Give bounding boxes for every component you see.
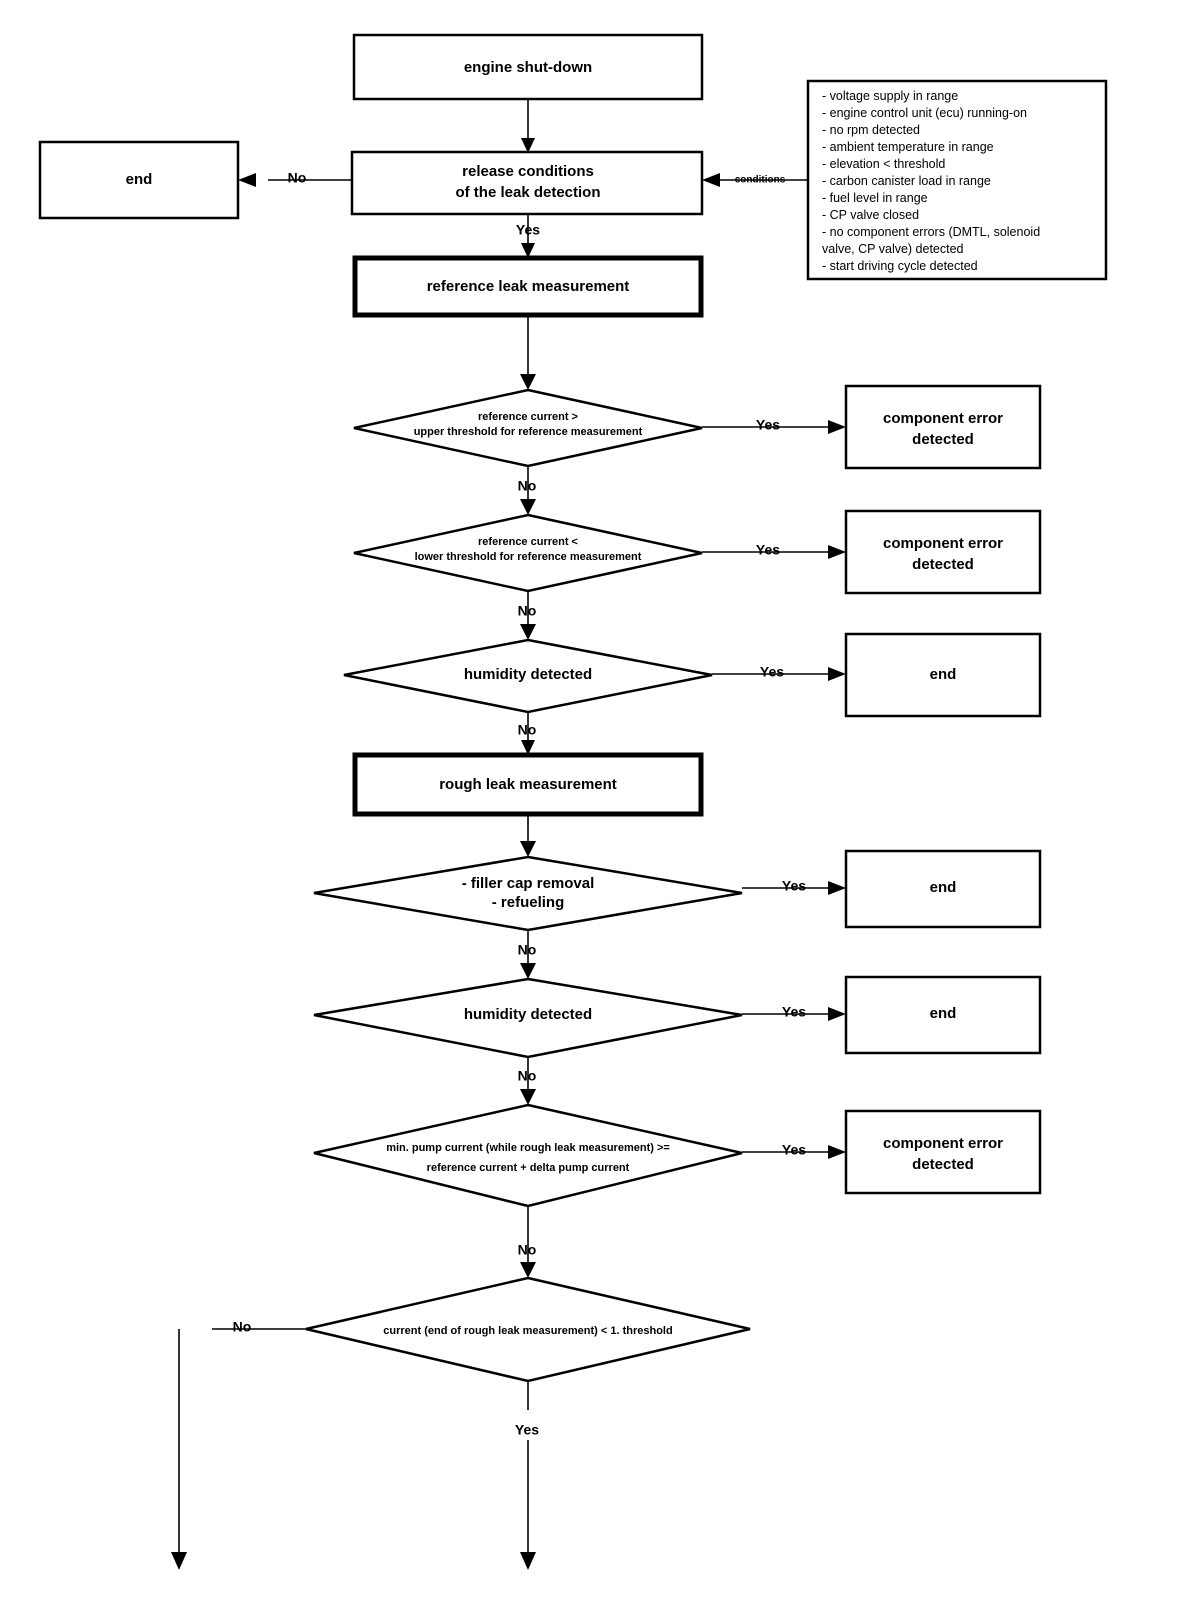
node-end-filler-label: end — [930, 879, 957, 896]
decision-min-pump-current-line1: min. pump current (while rough leak meas… — [386, 1142, 670, 1154]
node-reference-leak-measurement[interactable]: reference leak measurement — [352, 255, 704, 318]
node-end-left-label: end — [126, 171, 153, 188]
decision-humidity-2-label: humidity detected — [464, 1006, 592, 1023]
edge-label-yes-release: Yes — [516, 222, 540, 238]
edge-label-no-end-left: No — [288, 170, 307, 186]
edge-label-yes-current-threshold: Yes — [515, 1422, 539, 1438]
edge-label-yes-ref-lower: Yes — [756, 542, 780, 558]
node-engine-shutdown-label: engine shut-down — [464, 59, 592, 76]
decision-min-pump-current[interactable]: min. pump current (while rough leak meas… — [313, 1103, 743, 1208]
node-end-humidity-2-label: end — [930, 1005, 957, 1022]
edge-label-yes-filler: Yes — [782, 878, 806, 894]
condition-item-7: - CP valve closed — [822, 208, 919, 222]
decision-current-threshold[interactable]: current (end of rough leak measurement) … — [305, 1276, 751, 1383]
condition-item-3: - ambient temperature in range — [822, 140, 994, 154]
condition-item-9: valve, CP valve) detected — [822, 242, 964, 256]
edge-label-no-pump: No — [518, 1242, 537, 1258]
node-end-filler[interactable]: end — [844, 849, 1042, 929]
edge-label-yes-pump: Yes — [782, 1142, 806, 1158]
edge-label-yes-ref-upper: Yes — [756, 417, 780, 433]
node-component-error-1-line2: detected — [912, 431, 974, 448]
node-component-error-3-line1: component error — [883, 1135, 1003, 1152]
decision-humidity-1[interactable]: humidity detected — [343, 638, 713, 714]
node-end-humidity-1[interactable]: end — [844, 632, 1042, 718]
node-release-conditions-line2: of the leak detection — [455, 184, 600, 201]
condition-item-5: - carbon canister load in range — [822, 174, 991, 188]
decision-current-threshold-label: current (end of rough leak measurement) … — [383, 1325, 672, 1337]
node-component-error-2-line1: component error — [883, 535, 1003, 552]
decision-min-pump-current-line2: reference current + delta pump current — [427, 1162, 630, 1174]
node-release-conditions-line1: release conditions — [462, 163, 594, 180]
condition-item-4: - elevation < threshold — [822, 157, 945, 171]
edge-label-no-humidity-1: No — [518, 722, 537, 738]
connectors — [171, 99, 846, 1570]
node-component-error-2[interactable]: component error detected — [844, 509, 1042, 595]
conditions-box: - voltage supply in range - engine contr… — [806, 79, 1108, 281]
condition-item-10: - start driving cycle detected — [822, 259, 978, 273]
node-rough-leak-measurement[interactable]: rough leak measurement — [352, 752, 704, 817]
node-end-humidity-2[interactable]: end — [844, 975, 1042, 1055]
decision-ref-current-lower[interactable]: reference current < lower threshold for … — [353, 513, 703, 593]
edge-labels: No Yes conditions Yes No Yes No Yes No Y… — [233, 170, 807, 1438]
edge-label-conditions: conditions — [735, 175, 786, 186]
decision-ref-current-upper-line2: upper threshold for reference measuremen… — [414, 426, 643, 438]
decision-ref-current-lower-line1: reference current < — [478, 536, 578, 548]
decision-ref-current-lower-line2: lower threshold for reference measuremen… — [415, 551, 642, 563]
condition-item-8: - no component errors (DMTL, solenoid — [822, 225, 1040, 239]
edge-label-no-ref-lower: No — [518, 603, 537, 619]
node-reference-leak-measurement-label: reference leak measurement — [427, 278, 630, 295]
decision-humidity-2[interactable]: humidity detected — [313, 977, 743, 1059]
node-engine-shutdown[interactable]: engine shut-down — [352, 33, 704, 101]
decision-ref-current-upper[interactable]: reference current > upper threshold for … — [353, 388, 703, 468]
decision-ref-current-upper-line1: reference current > — [478, 411, 578, 423]
node-component-error-1-line1: component error — [883, 410, 1003, 427]
edge-label-no-current-threshold: No — [233, 1319, 252, 1335]
edge-label-yes-humidity-1: Yes — [760, 664, 784, 680]
node-component-error-2-line2: detected — [912, 556, 974, 573]
edge-label-no-ref-upper: No — [518, 478, 537, 494]
node-component-error-3[interactable]: component error detected — [844, 1109, 1042, 1195]
edge-label-no-humidity-2: No — [518, 1068, 537, 1084]
node-component-error-3-line2: detected — [912, 1156, 974, 1173]
node-release-conditions[interactable]: release conditions of the leak detection — [350, 150, 704, 216]
decision-humidity-1-label: humidity detected — [464, 666, 592, 683]
condition-item-6: - fuel level in range — [822, 191, 928, 205]
condition-item-2: - no rpm detected — [822, 123, 920, 137]
decision-filler-cap-line1: - filler cap removal — [462, 875, 595, 892]
edge-label-no-filler: No — [518, 942, 537, 958]
node-rough-leak-measurement-label: rough leak measurement — [439, 776, 617, 793]
condition-item-0: - voltage supply in range — [822, 89, 958, 103]
decision-filler-cap-line2: - refueling — [492, 894, 565, 911]
node-end-humidity-1-label: end — [930, 666, 957, 683]
node-end-left[interactable]: end — [38, 140, 240, 220]
node-component-error-1[interactable]: component error detected — [844, 384, 1042, 470]
edge-label-yes-humidity-2: Yes — [782, 1004, 806, 1020]
decision-filler-cap[interactable]: - filler cap removal - refueling — [313, 855, 743, 932]
condition-item-1: - engine control unit (ecu) running-on — [822, 106, 1027, 120]
